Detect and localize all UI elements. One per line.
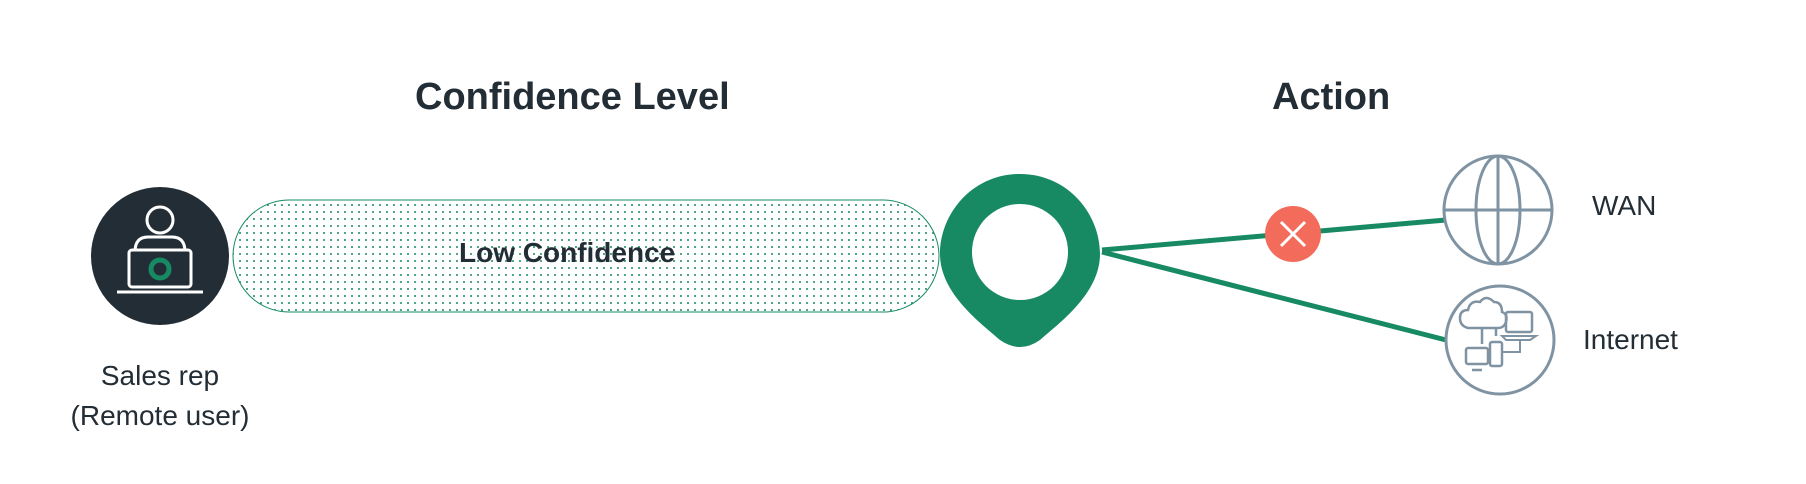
user-label-line1: Sales rep xyxy=(100,360,220,391)
cloud-devices-icon xyxy=(1444,284,1556,396)
globe-icon xyxy=(1442,154,1554,266)
internet-connection-line xyxy=(1101,249,1447,343)
user-label: Sales rep (Remote user) xyxy=(40,356,280,436)
person-at-laptop-icon xyxy=(91,187,229,325)
wan-label: WAN xyxy=(1592,190,1657,221)
user-label-line2: (Remote user) xyxy=(70,400,250,431)
location-pin-icon xyxy=(940,174,1100,347)
confidence-bar xyxy=(232,199,940,313)
internet-label: Internet xyxy=(1583,324,1678,355)
confidence-bar-label: Low Confidence xyxy=(459,237,676,268)
confidence-level-heading: Confidence Level xyxy=(415,76,730,118)
action-heading: Action xyxy=(1272,76,1391,118)
x-circle-icon xyxy=(1265,206,1321,262)
